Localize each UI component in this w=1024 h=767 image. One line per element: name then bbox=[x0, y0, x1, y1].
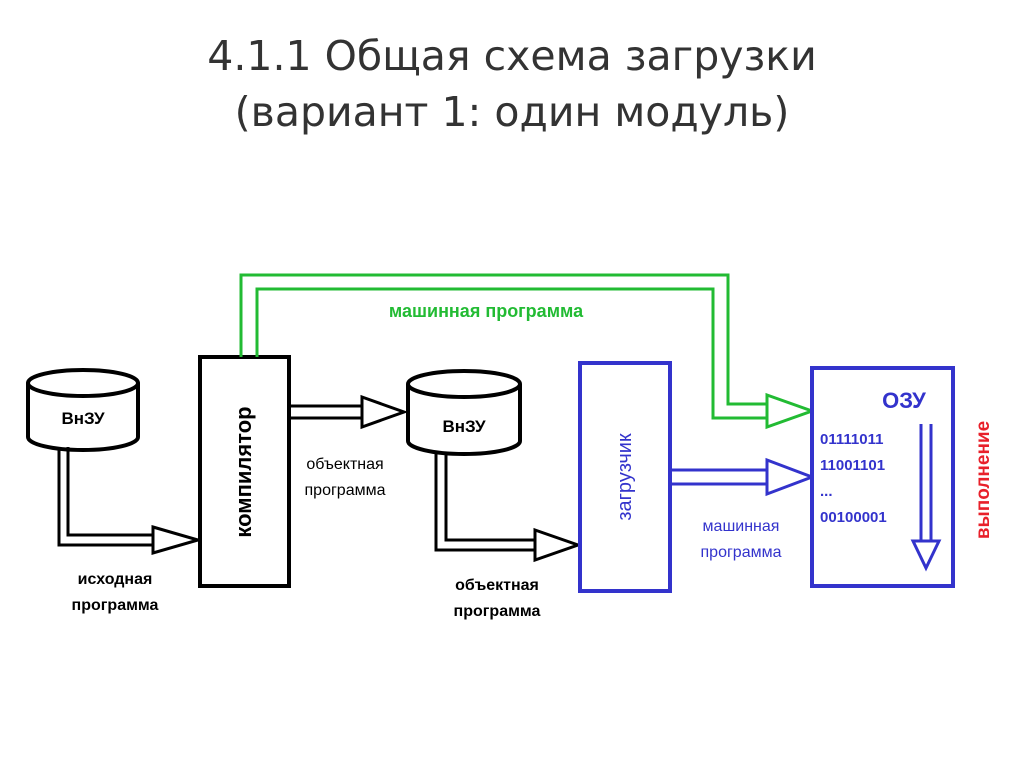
arrow-source-to-compiler bbox=[57, 447, 204, 555]
machine-program-blue-label-1: машинная bbox=[703, 518, 780, 535]
object-program-bottom-label-1: объектная bbox=[455, 577, 539, 594]
object-program-bottom-label-2: программа bbox=[454, 603, 541, 620]
ram-line-2: 11001101 bbox=[820, 457, 885, 474]
arrow-loader-to-ram bbox=[670, 457, 817, 497]
source-program-label-2: программа bbox=[72, 597, 159, 614]
ram-box: ОЗУ 01111011 11001101 ... 00100001 bbox=[810, 366, 955, 588]
arrow-compiler-to-storage bbox=[289, 394, 409, 430]
compiler-label: компилятор bbox=[231, 406, 256, 537]
ram-line-1: 01111011 bbox=[820, 431, 883, 448]
ram-line-4: 00100001 bbox=[820, 509, 887, 526]
title-line-2: (вариант 1: один модуль) bbox=[234, 88, 790, 136]
arrow-storage-to-loader bbox=[434, 454, 583, 563]
object-program-top-label-2: программа bbox=[305, 482, 386, 499]
title-line-1: 4.1.1 Общая схема загрузки bbox=[207, 32, 817, 80]
execution-label: выполнение bbox=[973, 421, 994, 539]
object-program-top-label-1: объектная bbox=[306, 456, 383, 473]
source-program-label-1: исходная bbox=[78, 571, 153, 588]
loader-box: загрузчик bbox=[578, 361, 672, 593]
storage-mid: ВнЗУ bbox=[406, 369, 522, 456]
execution-arrow bbox=[910, 424, 942, 572]
arrow-machine-program-green bbox=[239, 273, 817, 430]
machine-program-green-label: машинная программа bbox=[389, 301, 584, 321]
loader-label: загрузчик bbox=[614, 433, 636, 521]
compiler-box: компилятор bbox=[198, 355, 291, 588]
storage-left-label: ВнЗУ bbox=[61, 409, 105, 428]
ram-label: ОЗУ bbox=[882, 388, 926, 413]
ram-line-3: ... bbox=[820, 483, 833, 500]
storage-left: ВнЗУ bbox=[26, 368, 140, 452]
slide-title: 4.1.1 Общая схема загрузки (вариант 1: о… bbox=[0, 28, 1024, 140]
storage-mid-label: ВнЗУ bbox=[442, 417, 486, 436]
machine-program-blue-label-2: программа bbox=[701, 544, 782, 561]
